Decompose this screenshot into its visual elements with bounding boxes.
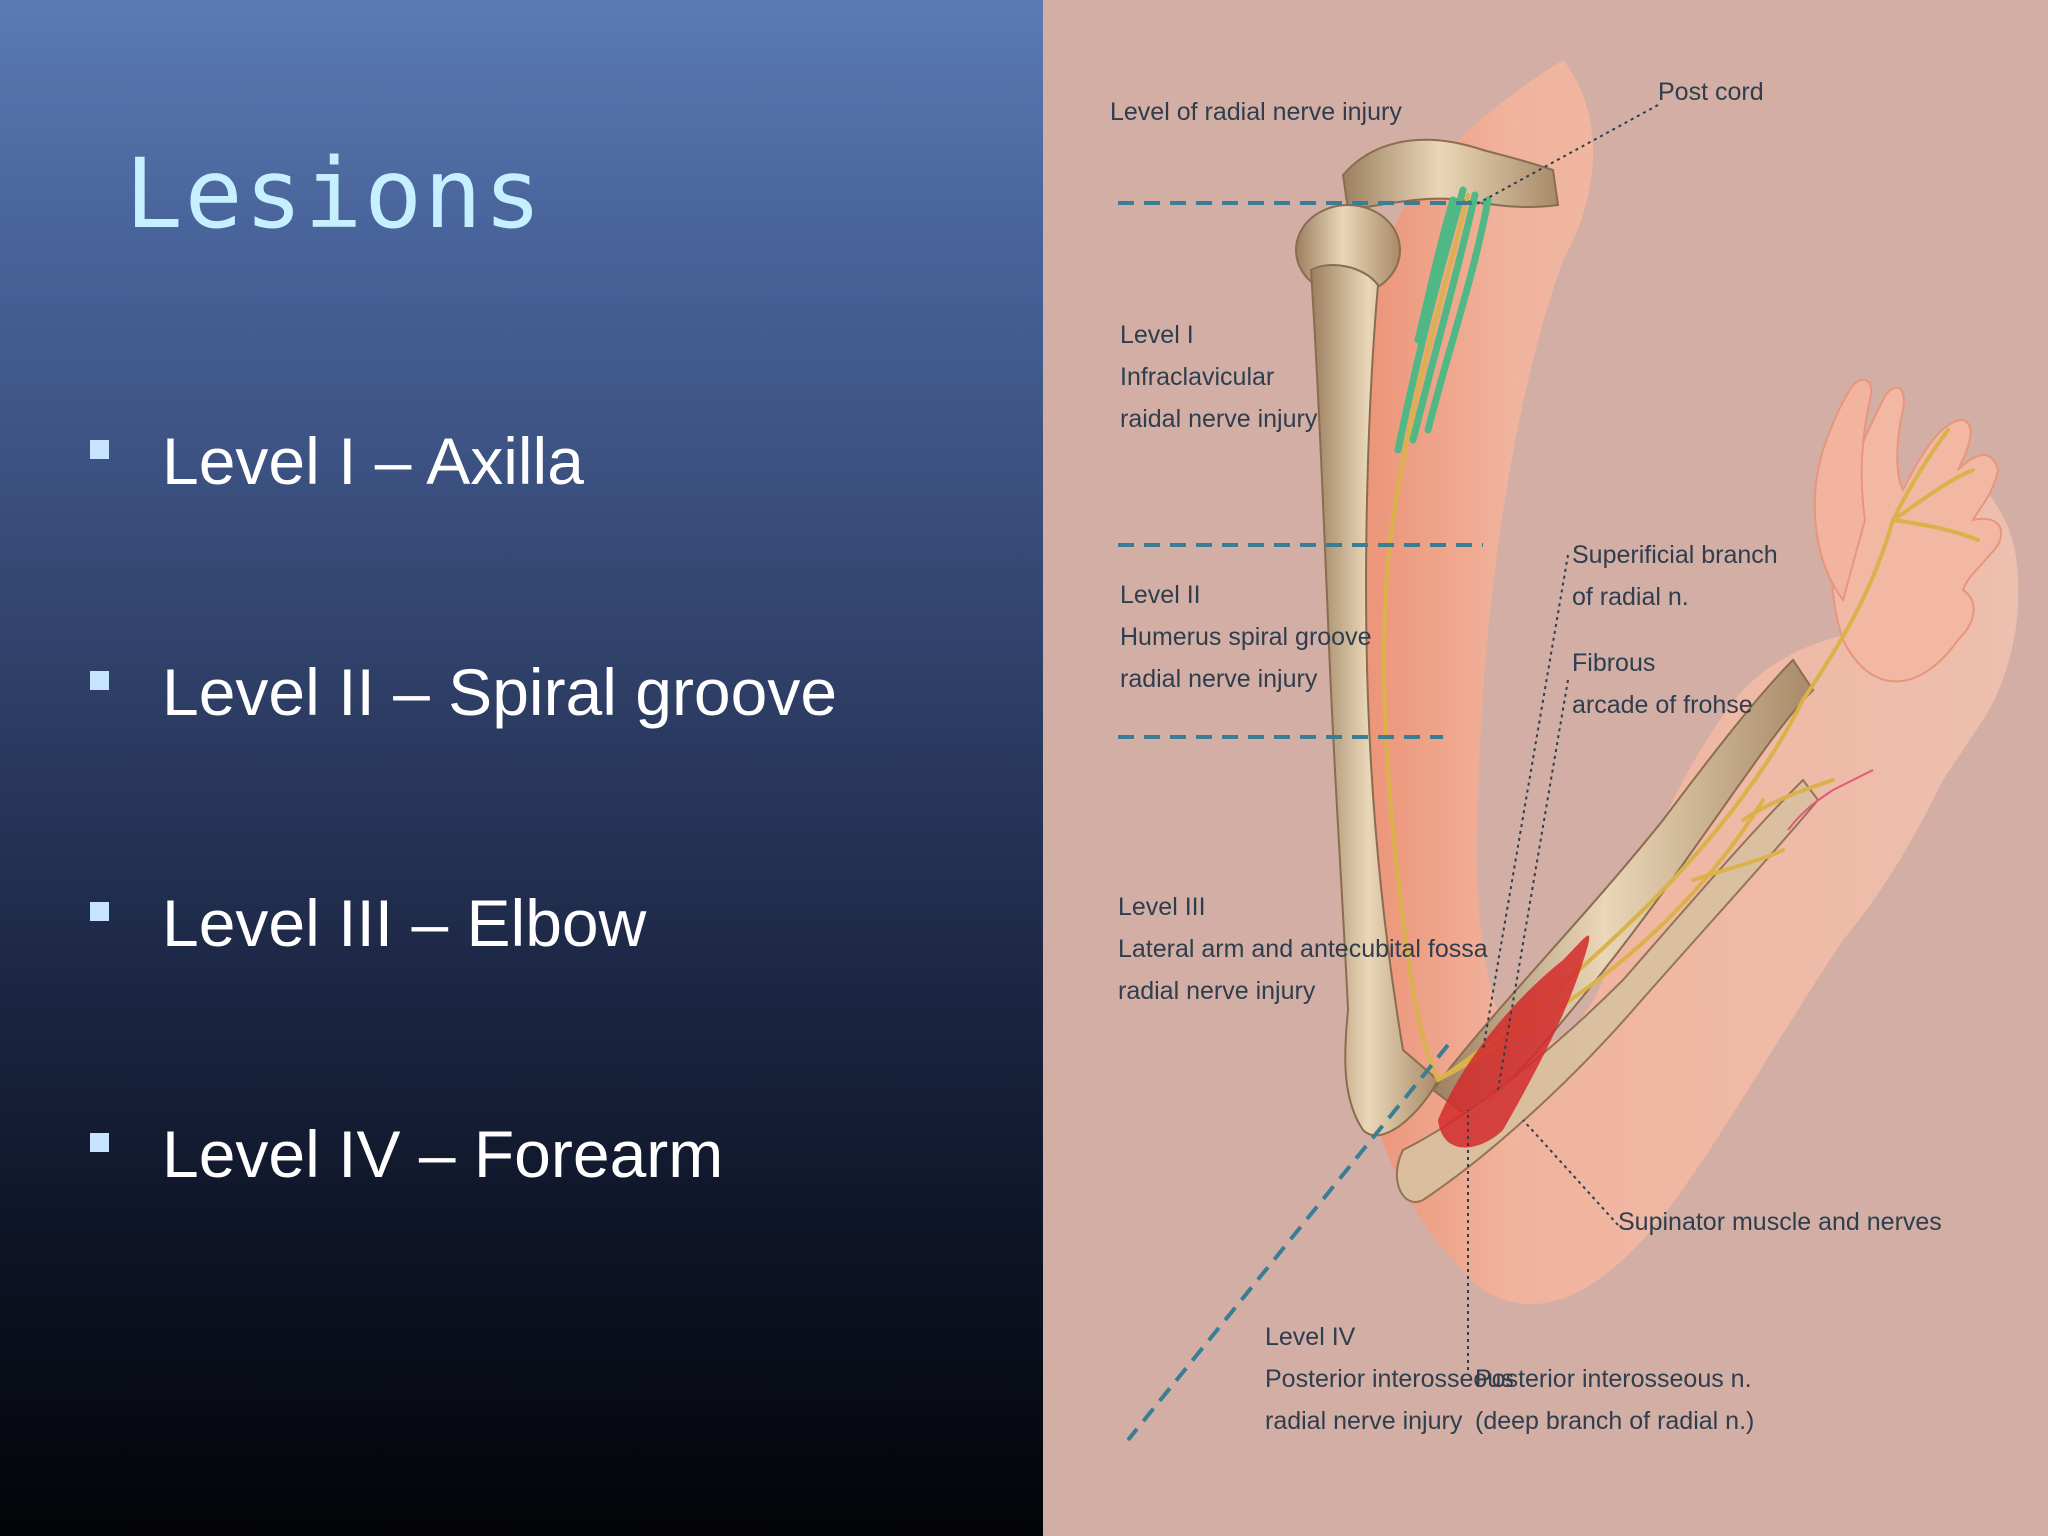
square-bullet-icon — [90, 902, 109, 921]
slide-title: Lesions — [125, 138, 544, 250]
anatomy-drawing: Level of radial nerve injury Post cord L… — [1110, 60, 2019, 1442]
label-level-3-line2: Lateral arm and antecubital fossa — [1118, 935, 1488, 963]
label-level-1-line2: Infraclavicular — [1120, 363, 1274, 391]
label-level-1-title: Level I — [1120, 321, 1194, 349]
leader-lines — [1467, 104, 1659, 1370]
hand-outline — [1831, 386, 2003, 683]
label-superficial-branch-line2: of radial n. — [1572, 583, 1689, 611]
label-level-of-radial-nerve-injury: Level of radial nerve injury — [1110, 98, 1402, 126]
bullet-text: Level I – Axilla — [162, 424, 584, 498]
label-level-4-title: Level IV — [1265, 1323, 1356, 1351]
supinator-muscle — [1438, 935, 1590, 1148]
arm-outline — [1342, 60, 2019, 1305]
thumb-outline — [1813, 378, 1873, 603]
humerus — [1309, 264, 1440, 1137]
square-bullet-icon — [90, 1133, 109, 1152]
square-bullet-icon — [90, 671, 109, 690]
bullet-text: Level III – Elbow — [162, 886, 647, 960]
label-post-cord: Post cord — [1658, 78, 1764, 106]
label-fibrous: Fibrous — [1572, 649, 1655, 677]
bullet-text: Level II – Spiral groove — [162, 655, 838, 729]
label-level-2-line3: radial nerve injury — [1120, 665, 1318, 693]
label-level-1-line3: raidal nerve injury — [1120, 405, 1318, 433]
square-bullet-icon — [90, 440, 109, 459]
label-superficial-branch: Superificial branch — [1572, 541, 1778, 569]
label-level-2-line2: Humerus spiral groove — [1120, 623, 1372, 651]
brachial-plexus — [1394, 186, 1492, 454]
label-deep-branch: (deep branch of radial n.) — [1475, 1407, 1754, 1435]
clavicle — [1341, 138, 1560, 212]
label-level-2-title: Level II — [1120, 581, 1201, 609]
bullet-text: Level IV – Forearm — [162, 1117, 724, 1191]
label-arcade-of-frohse: arcade of frohse — [1572, 691, 1753, 719]
label-supinator-muscle: Supinator muscle and nerves — [1618, 1208, 1942, 1236]
label-level-4-line2: Posterior interosseous — [1265, 1365, 1514, 1393]
radial-nerve-illustration: Level of radial nerve injury Post cord L… — [1043, 0, 2048, 1536]
label-level-4-line3: radial nerve injury — [1265, 1407, 1463, 1435]
label-level-3-line3: radial nerve injury — [1118, 977, 1316, 1005]
label-level-3-title: Level III — [1118, 893, 1206, 921]
text-panel: Lesions Level I – Axilla Level II – Spir… — [0, 0, 1043, 1536]
label-posterior-interosseous: Posterior interosseous n. — [1475, 1365, 1752, 1393]
level-dashed-lines — [1118, 201, 1483, 1442]
artist-signature — [1787, 769, 1874, 831]
